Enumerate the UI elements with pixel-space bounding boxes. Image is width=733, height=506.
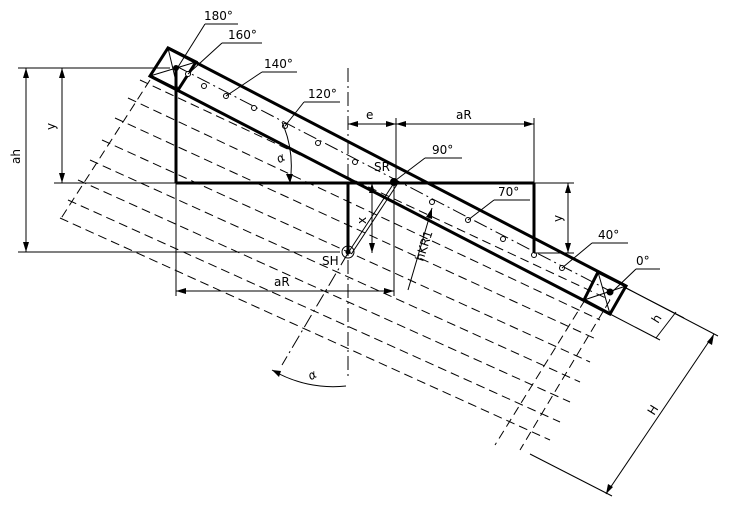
angle-leaders	[177, 23, 660, 293]
dimension-lines	[18, 67, 719, 497]
ghost-line	[59, 217, 551, 441]
H-dim	[605, 333, 715, 495]
point-labels: SR SH	[322, 160, 390, 268]
arrowhead	[426, 208, 432, 219]
right-box-cross	[583, 285, 627, 301]
marker-dot	[500, 236, 506, 242]
angle-label-40: 40°	[598, 228, 619, 242]
beam-bottom-edge	[149, 74, 611, 316]
leader-90	[395, 157, 426, 181]
arrowhead	[176, 288, 186, 294]
arrowhead	[23, 242, 29, 252]
arrowhead	[384, 288, 394, 294]
main-beam	[147, 46, 629, 317]
leader-160	[187, 42, 223, 75]
label-h: h	[649, 312, 665, 326]
marker-dot	[429, 199, 435, 205]
sh-pivot-inner	[345, 249, 351, 255]
arrowhead	[524, 121, 534, 127]
label-aR-bottom: aR	[274, 275, 290, 289]
link-rod	[347, 182, 395, 254]
label-SH: SH	[322, 254, 339, 268]
alpha-arc-upper	[281, 121, 292, 184]
leader-120	[284, 101, 305, 127]
label-alpha-lower: α	[305, 367, 319, 383]
arrowhead	[59, 173, 65, 183]
angle-label-160: 160°	[228, 28, 257, 42]
sh-pivot-outer	[341, 245, 355, 259]
arrowhead	[565, 183, 571, 193]
arrowhead	[286, 174, 293, 183]
arrowhead	[565, 243, 571, 253]
leader-0	[611, 268, 637, 293]
h-dim	[655, 311, 677, 339]
label-alpha-upper: α	[274, 150, 288, 166]
frame	[174, 66, 536, 254]
arrowhead	[272, 370, 281, 377]
arrowhead	[369, 243, 375, 253]
marker-dot	[352, 159, 358, 165]
beam-top-edge	[167, 46, 627, 288]
angled-centre-line	[281, 252, 349, 366]
left-box-cross	[149, 61, 197, 77]
label-SR: SR	[374, 160, 390, 174]
label-ah: ah	[9, 149, 23, 164]
arrowhead	[369, 183, 375, 193]
H-ext-top	[625, 287, 719, 337]
arrowhead	[396, 121, 406, 127]
leader-140	[225, 71, 263, 97]
marker-dot	[315, 140, 321, 146]
label-y-left: y	[44, 123, 58, 130]
angle-label-180: 180°	[204, 9, 233, 23]
ghost-end	[519, 299, 611, 451]
left-end-pivot	[173, 65, 179, 71]
angle-labels: 180° 160° 140° 120° 90° 70° 40° 0°	[204, 9, 650, 268]
ghost-line	[139, 79, 611, 301]
ghost-line	[127, 97, 601, 321]
ghost-end	[494, 299, 586, 446]
label-aR-top: aR	[456, 108, 472, 122]
arrowhead	[348, 121, 358, 127]
marker-dot	[201, 83, 207, 89]
pivot-points	[173, 65, 614, 296]
centre-lines	[281, 68, 349, 380]
label-e: e	[366, 108, 373, 122]
right-end-pivot	[606, 288, 614, 296]
arrowhead	[23, 68, 29, 78]
h-ext-bottom	[609, 313, 661, 341]
angle-label-140: 140°	[264, 57, 293, 71]
label-y-right: y	[551, 215, 565, 222]
arrowhead	[386, 121, 396, 127]
ghost-line	[89, 159, 581, 383]
angle-arcs	[271, 121, 347, 388]
label-hKR1: hKR1	[413, 229, 436, 263]
marker-dot	[251, 105, 257, 111]
angle-label-90: 90°	[432, 143, 453, 157]
link-rod-2	[351, 182, 399, 254]
hKR1-dim	[407, 207, 433, 291]
ghost-line	[114, 117, 599, 341]
arrowhead	[59, 68, 65, 78]
H-ext-bottom	[529, 453, 613, 497]
label-x: x	[355, 217, 369, 224]
angle-label-0: 0°	[636, 254, 650, 268]
leader-180	[177, 23, 206, 68]
angle-label-70: 70°	[498, 185, 519, 199]
leader-40	[561, 242, 593, 269]
arrowhead	[606, 484, 613, 494]
angle-label-120: 120°	[308, 87, 337, 101]
leader-70	[467, 199, 495, 221]
arrowhead	[707, 334, 714, 345]
ghost-end	[59, 79, 151, 221]
